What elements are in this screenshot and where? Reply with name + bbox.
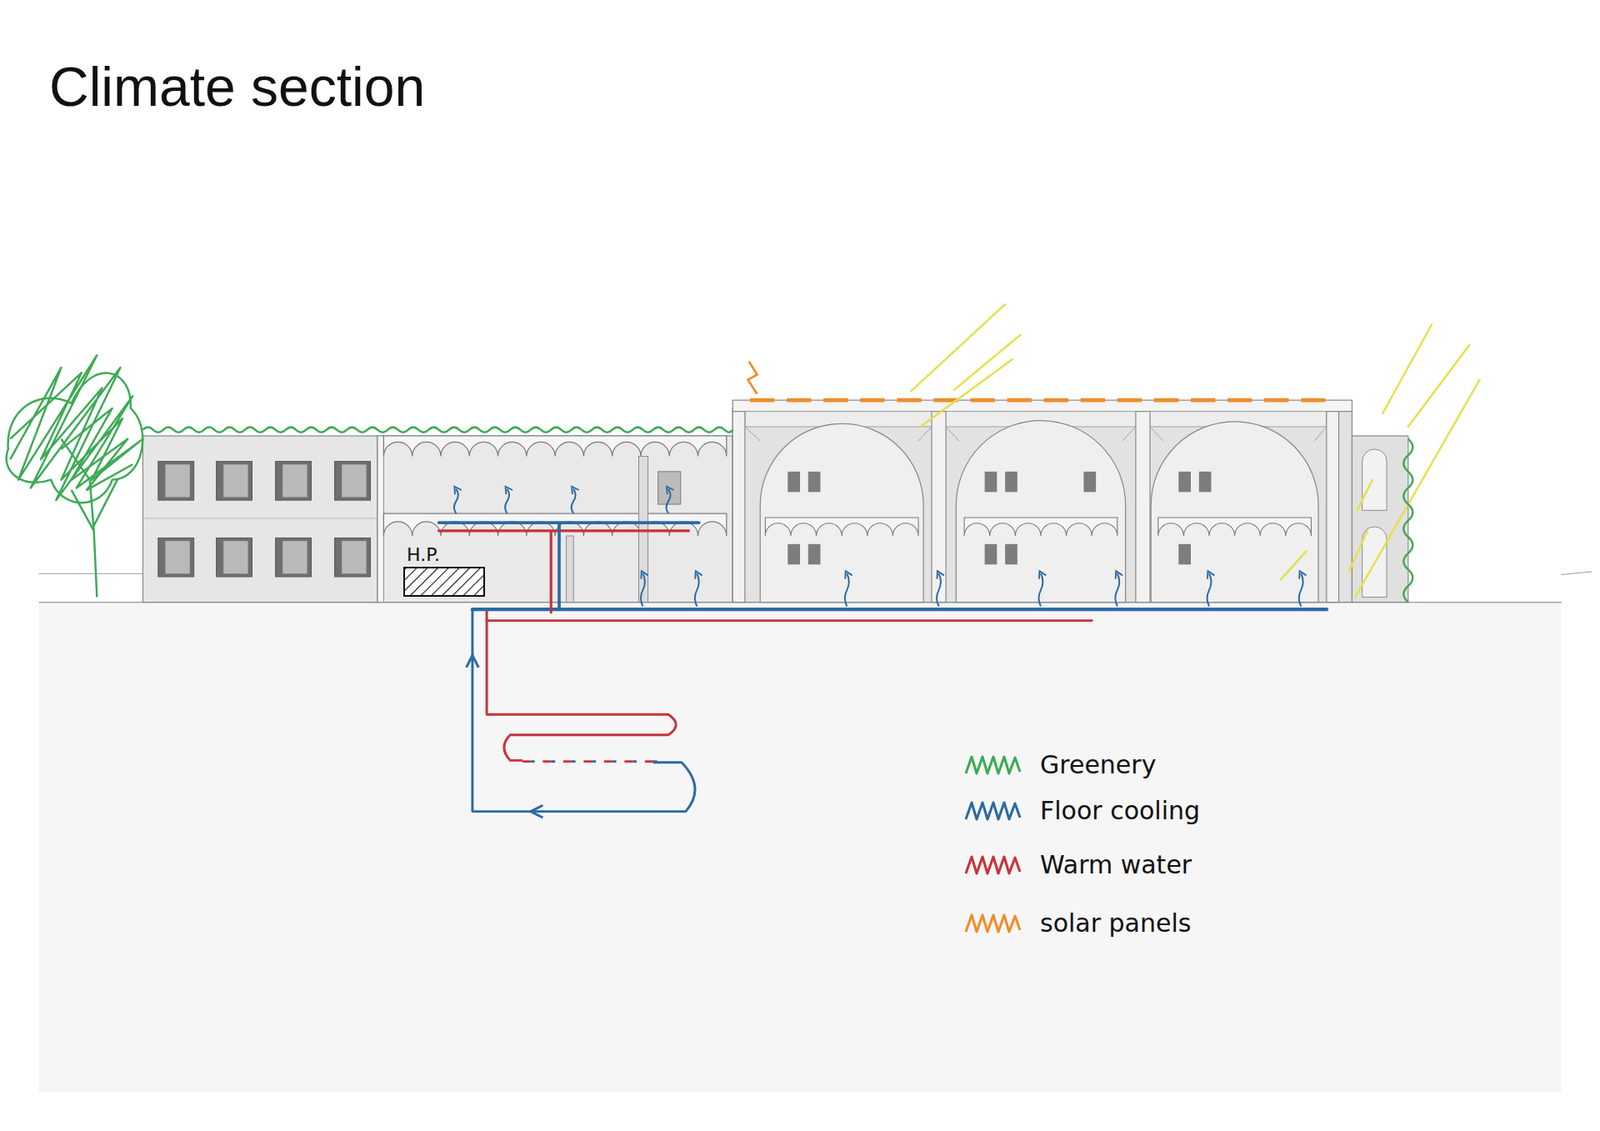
cooling-arrows <box>454 489 1304 607</box>
legend-label: Floor cooling <box>1040 795 1200 826</box>
greenery <box>6 355 1414 602</box>
legend-label: Warm water <box>1040 850 1192 880</box>
left-building-block <box>142 435 378 603</box>
legend-label: Greenery <box>1040 750 1156 780</box>
floor-pipes <box>439 522 1327 621</box>
legend-label: solar panels <box>1040 908 1191 939</box>
solar-panels <box>748 361 1332 401</box>
arched-hall <box>732 400 1352 602</box>
ground <box>39 571 1593 1092</box>
ground-loop-pipes <box>466 609 695 818</box>
middle-section-cut <box>377 435 733 603</box>
hatch-fill <box>405 568 484 595</box>
legend-scribble-swatch <box>964 911 1023 935</box>
node-label: H.P. <box>406 545 440 565</box>
sun-rays <box>910 304 1480 597</box>
heat-pump-box: H.P. <box>403 566 485 597</box>
legend-scribble-swatch <box>964 853 1023 877</box>
legend-scribble-swatch <box>964 799 1023 823</box>
diagram-title: Climate section <box>49 56 425 118</box>
legend-scribble-swatch <box>964 753 1023 777</box>
